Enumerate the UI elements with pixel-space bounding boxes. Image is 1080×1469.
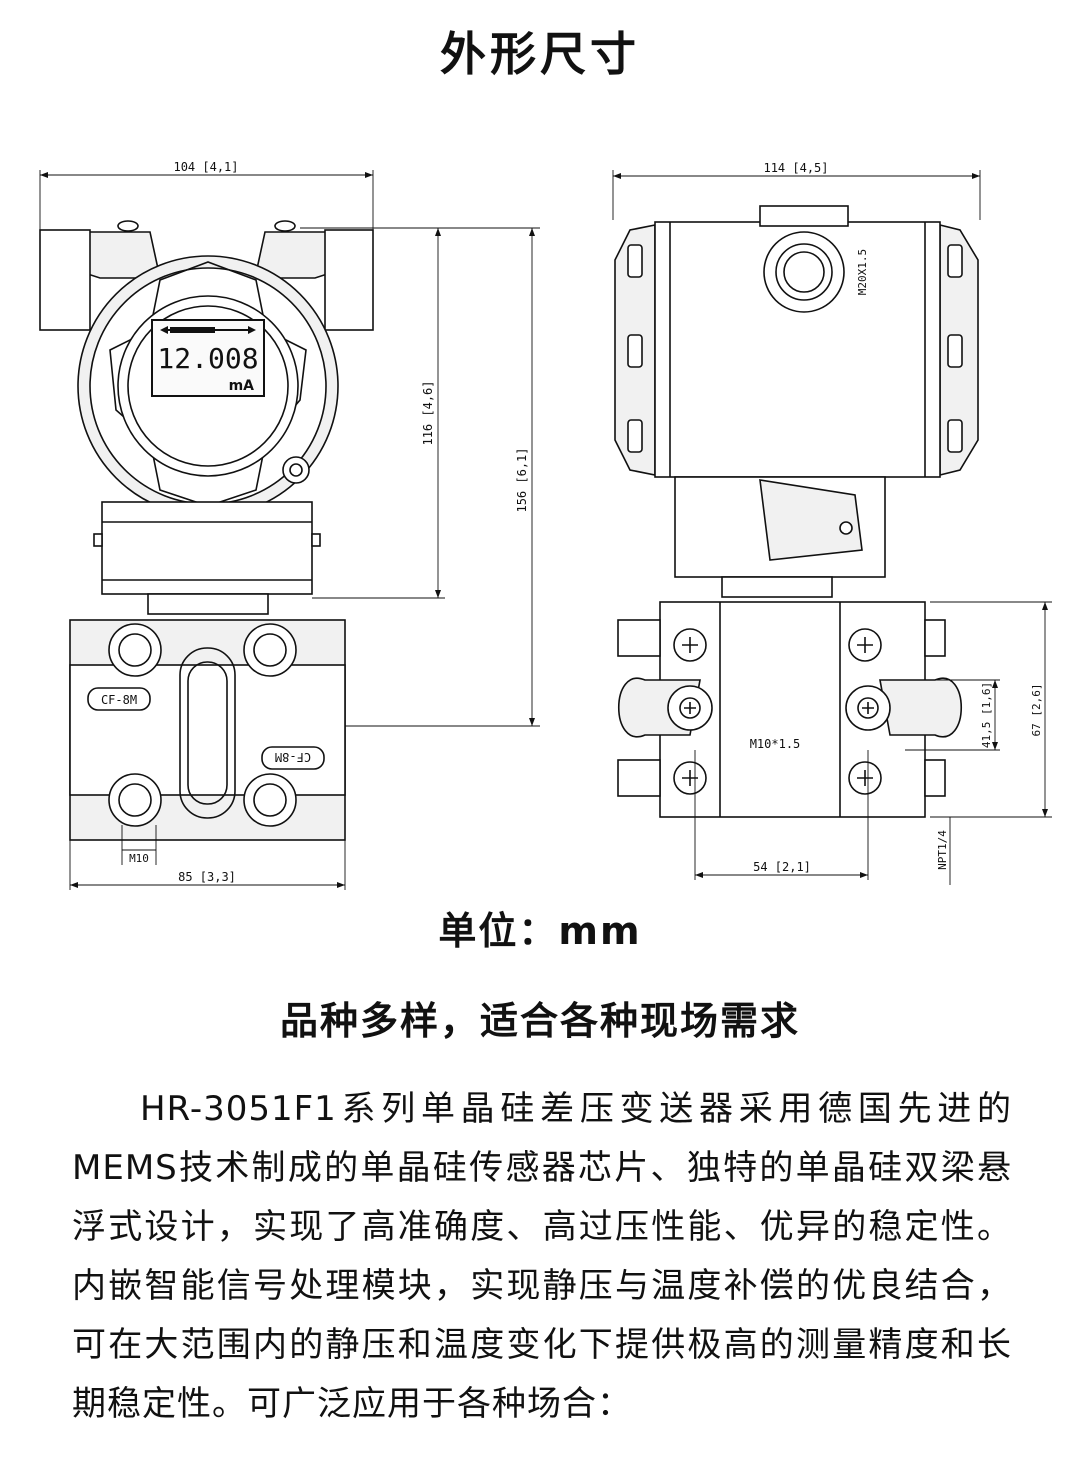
product-description: HR-3051F1系列单晶硅差压变送器采用德国先进的MEMS技术制成的单晶硅传感… — [72, 1089, 1012, 1424]
side-hole-spacing-label: 41,5 [1,6] — [980, 682, 993, 748]
flange-bolt-bottom-right — [243, 773, 297, 827]
side-bottom-width-label: 54 [2,1] — [753, 860, 811, 874]
unit-label: 单位：mm — [438, 909, 642, 953]
front-width-bottom-label: 85 [3,3] — [178, 870, 236, 884]
side-flange-height-label: 67 [2,6] — [1030, 684, 1043, 737]
front-head-height-label: 116 [4,6] — [421, 380, 435, 445]
flange-bolt-bottom-left — [108, 773, 162, 827]
lcd-unit: mA — [229, 378, 255, 394]
page-title: 外形尺寸 — [440, 27, 640, 81]
side-pipe-thread-label: NPT1/4 — [936, 830, 949, 870]
section-subtitle: 品种多样，适合各种现场需求 — [279, 999, 800, 1043]
front-thread-label: M10 — [129, 852, 149, 865]
front-view: 104 [4,1] 12.008 mA — [39, 160, 540, 890]
front-width-top-label: 104 [4,1] — [173, 160, 238, 174]
flange-mark-right: CF-8M — [275, 750, 311, 764]
dimension-drawing: 104 [4,1] 12.008 mA — [39, 160, 1052, 890]
side-conduit-thread-label: M20X1.5 — [856, 249, 869, 295]
front-total-height-label: 156 [6,1] — [515, 447, 529, 512]
flange-mark-left: CF-8M — [101, 693, 137, 707]
side-view: 114 [4,5] M20X1.5 — [612, 161, 1052, 885]
flange-bolt-top-right — [243, 623, 297, 677]
side-width-top-label: 114 [4,5] — [763, 161, 828, 175]
lcd-reading: 12.008 — [157, 342, 258, 375]
side-flange-thread-label: M10*1.5 — [750, 737, 801, 751]
flange-bolt-top-left — [108, 623, 162, 677]
